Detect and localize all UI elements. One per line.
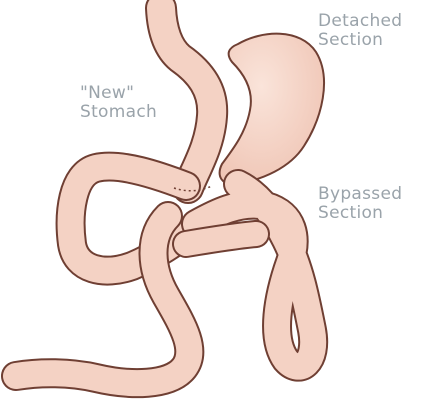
lower-intestine	[16, 216, 189, 383]
new-stomach-label: "New" Stomach	[80, 84, 157, 122]
detached-label-line2: Section	[318, 31, 402, 50]
bypassed-label-line1: Bypassed	[318, 185, 402, 204]
detached-section-label: Detached Section	[318, 12, 402, 50]
detached-label-line1: Detached	[318, 12, 402, 31]
bypassed-label-line2: Section	[318, 204, 402, 223]
crossover-segment	[186, 234, 256, 244]
bypassed-loop	[196, 184, 313, 367]
esophagus-and-pouch	[161, 8, 212, 188]
bypassed-section-label: Bypassed Section	[318, 185, 402, 223]
new-stomach-label-line1: "New"	[80, 84, 157, 103]
new-stomach-label-line2: Stomach	[80, 103, 157, 122]
detached-section-shape	[220, 34, 324, 185]
